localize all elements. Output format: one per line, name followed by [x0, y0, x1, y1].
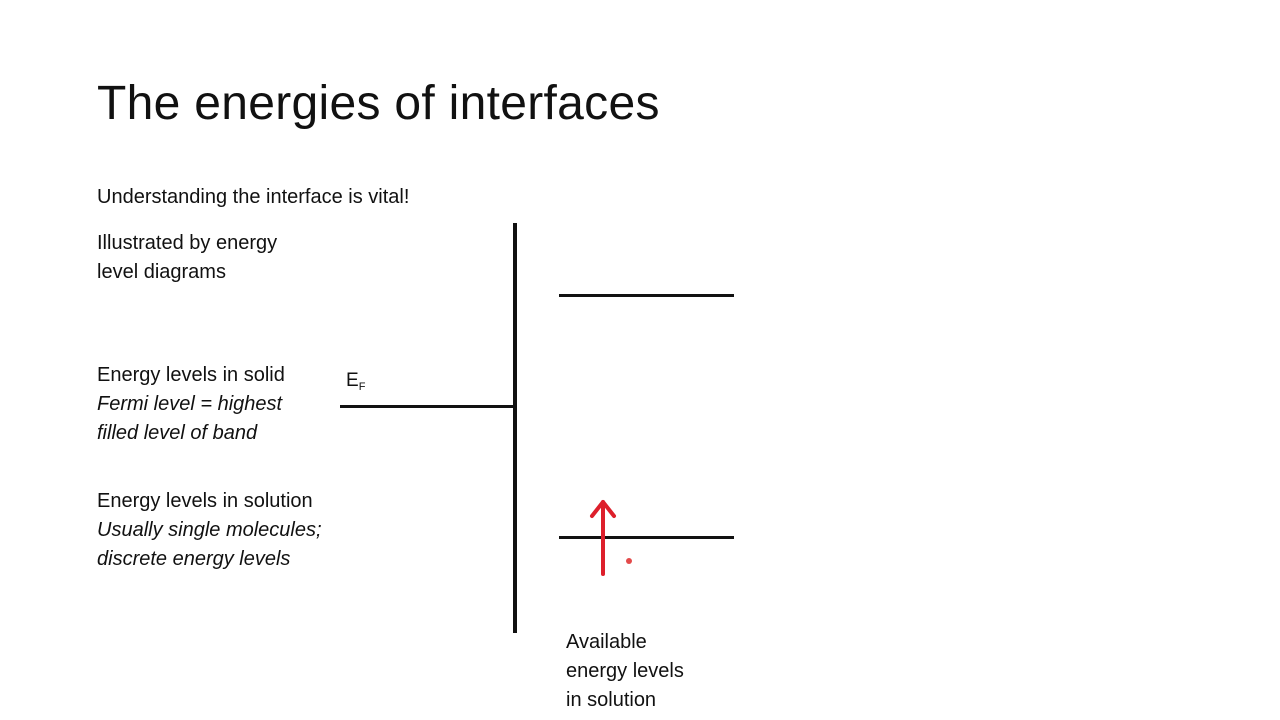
- solution-upper-level-line: [559, 294, 734, 297]
- fermi-level-line: [340, 405, 515, 408]
- fermi-label-sub: F: [358, 381, 366, 393]
- solution-italic-line-2: discrete energy levels: [97, 548, 291, 570]
- available-line-2: energy levels: [566, 660, 684, 682]
- illustrated-line-1: Illustrated by energy: [97, 232, 278, 254]
- solid-levels-text: Energy levels in solid Fermi level = hig…: [97, 361, 285, 448]
- electron-arrow-icon: [590, 500, 616, 576]
- slide-title: The energies of interfaces: [97, 77, 660, 130]
- solution-levels-text: Energy levels in solution Usually single…: [97, 487, 322, 574]
- red-dot-mark: [626, 558, 632, 564]
- interface-line: [513, 223, 517, 633]
- solid-italic-line-2: filled level of band: [97, 422, 258, 444]
- arrow-head: [590, 500, 616, 518]
- fermi-label-main: E: [346, 370, 359, 391]
- available-levels-label: Available energy levels in solution: [566, 628, 684, 715]
- solution-heading: Energy levels in solution: [97, 490, 313, 512]
- intro-text: Understanding the interface is vital!: [97, 186, 410, 208]
- available-line-1: Available: [566, 631, 647, 653]
- fermi-level-label: EF: [346, 370, 365, 393]
- solution-italic-line-1: Usually single molecules;: [97, 519, 322, 541]
- solid-heading: Energy levels in solid: [97, 364, 285, 386]
- solid-italic-line-1: Fermi level = highest: [97, 393, 283, 415]
- illustrated-line-2: level diagrams: [97, 261, 226, 283]
- illustrated-text: Illustrated by energy level diagrams: [97, 229, 277, 287]
- available-line-3: in solution: [566, 689, 657, 711]
- solution-lower-level-line: [559, 536, 734, 539]
